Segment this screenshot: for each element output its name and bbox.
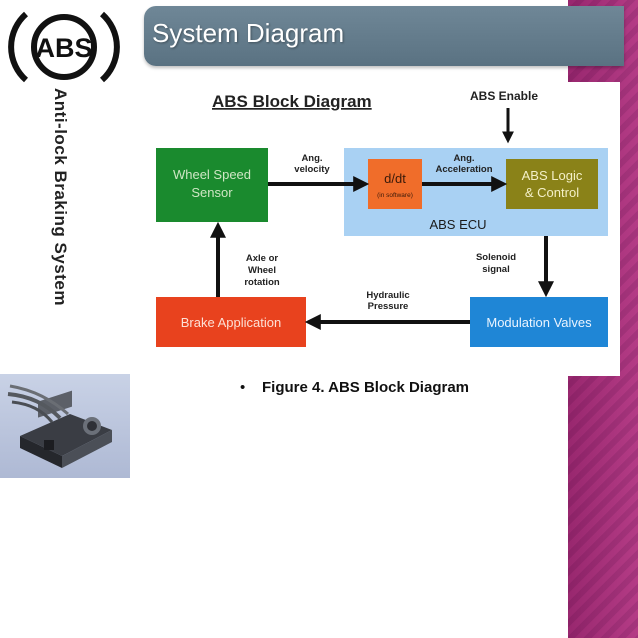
ddt-block	[368, 159, 422, 209]
label-ang-velocity-2: velocity	[294, 164, 330, 175]
modulation-valves-block	[470, 297, 608, 347]
label-hydraulic-2: Pressure	[368, 301, 409, 312]
label-ang-accel-1: Ang.	[453, 153, 474, 164]
abs-logo-text: ABS	[35, 33, 92, 63]
slide-title: System Diagram	[152, 18, 345, 48]
brake-application-block	[156, 297, 306, 347]
label-ang-velocity-1: Ang.	[301, 153, 322, 164]
ddt-label: d/dt	[384, 171, 406, 186]
abs-block-diagram: ABS Block Diagram ABS Enable ABS ECU Whe…	[148, 82, 620, 376]
abs-logic-label-line2: & Control	[525, 185, 579, 200]
label-hydraulic-1: Hydraulic	[366, 290, 409, 301]
diagram-heading: ABS Block Diagram	[212, 92, 372, 111]
side-title: Anti-lock Braking System	[51, 88, 70, 306]
bullet-icon: •	[240, 379, 246, 396]
label-solenoid-2: signal	[482, 264, 509, 275]
figure-caption-text: Figure 4. ABS Block Diagram	[262, 379, 469, 396]
label-axle-3: rotation	[244, 277, 280, 288]
wheel-speed-label-line2: Sensor	[191, 185, 233, 200]
abs-logic-block	[506, 159, 598, 209]
abs-enable-label: ABS Enable	[470, 89, 538, 103]
label-axle-1: Axle or	[246, 253, 279, 264]
wheel-speed-sensor-block	[156, 148, 268, 222]
label-ang-accel-2: Acceleration	[435, 164, 492, 175]
figure-caption: • Figure 4. ABS Block Diagram	[240, 379, 469, 396]
abs-warning-icon: ABS	[8, 11, 120, 83]
label-solenoid-1: Solenoid	[476, 252, 516, 263]
abs-ecu-label: ABS ECU	[429, 217, 486, 232]
ddt-sub-label: (in software)	[377, 192, 413, 199]
wheel-speed-label-line1: Wheel Speed	[173, 167, 251, 182]
abs-logic-label-line1: ABS Logic	[522, 168, 583, 183]
abs-module-image	[0, 374, 130, 478]
brake-application-label: Brake Application	[181, 315, 281, 330]
modulation-valves-label: Modulation Valves	[486, 315, 592, 330]
slide-title-bar	[144, 6, 624, 66]
label-axle-2: Wheel	[248, 265, 276, 276]
